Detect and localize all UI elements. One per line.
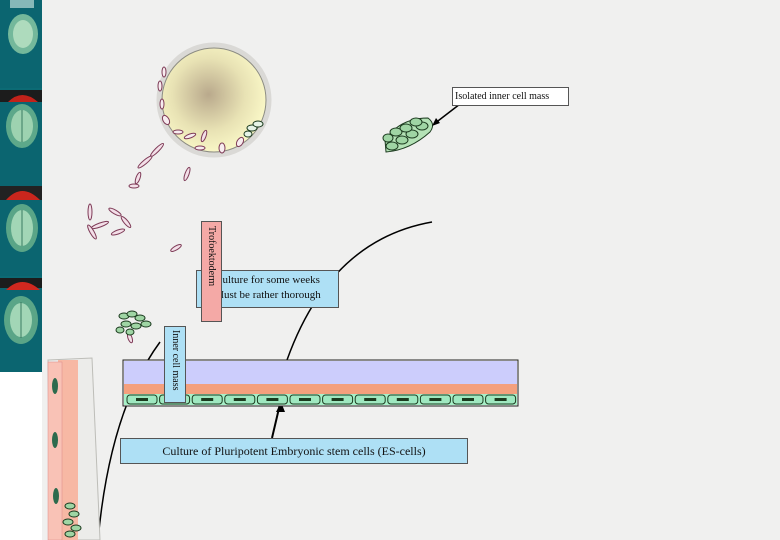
inner-cell-mass-cluster	[115, 310, 152, 336]
feeder-cell-nucleus	[462, 398, 474, 401]
inner-cell-mass-label-text: Inner cell mass	[170, 330, 181, 391]
feeder-cell-nucleus	[233, 398, 246, 401]
embryo-frame-4-icon	[0, 278, 42, 372]
embryo-frame-1-icon	[0, 0, 42, 88]
trophectoderm-label: Trofoektoderm	[201, 221, 222, 322]
isolated-icm-cluster	[382, 117, 434, 153]
embryo-frame-3-icon	[0, 186, 42, 276]
es-cells-label: Culture of Pluripotent Embryonic stem ce…	[120, 438, 468, 464]
isolated-icm-label-text: Isolated inner cell mass	[455, 91, 550, 102]
feeder-cell-nucleus	[364, 398, 377, 401]
feeder-cell-nucleus	[201, 398, 214, 401]
feeder-cell-nucleus	[299, 398, 311, 401]
embryo-frame-3	[0, 186, 42, 276]
embryo-frame-2	[0, 90, 42, 186]
culture-weeks-line1: Culture for some weeks	[215, 274, 320, 286]
feeder-cell-nucleus	[136, 398, 148, 401]
feeder-cell-nucleus	[331, 398, 344, 401]
blastocyst	[156, 42, 272, 158]
feeder-cell-nucleus	[429, 398, 442, 401]
inner-cell-mass-label: Inner cell mass	[164, 326, 186, 403]
isolated-icm-label: Isolated inner cell mass	[452, 87, 569, 106]
embryo-filmstrip	[0, 0, 42, 372]
embryo-frame-1	[0, 0, 42, 88]
embryo-frame-2-icon	[0, 90, 42, 186]
trophectoderm-label-text: Trofoektoderm	[206, 226, 217, 287]
culture-weeks-line2: Must be rather thorough	[214, 289, 321, 301]
es-cells-label-text: Culture of Pluripotent Embryonic stem ce…	[162, 444, 426, 458]
feeder-cell-nucleus	[266, 398, 279, 401]
tissue-strip	[47, 357, 101, 540]
embryo-frame-4	[0, 278, 42, 372]
arrow-heads	[276, 118, 440, 412]
scattered-trophoblast-cells	[87, 129, 208, 344]
connector-lines	[97, 103, 461, 540]
feeder-cell-nucleus	[396, 398, 409, 401]
feeder-cell-nucleus	[494, 398, 507, 401]
